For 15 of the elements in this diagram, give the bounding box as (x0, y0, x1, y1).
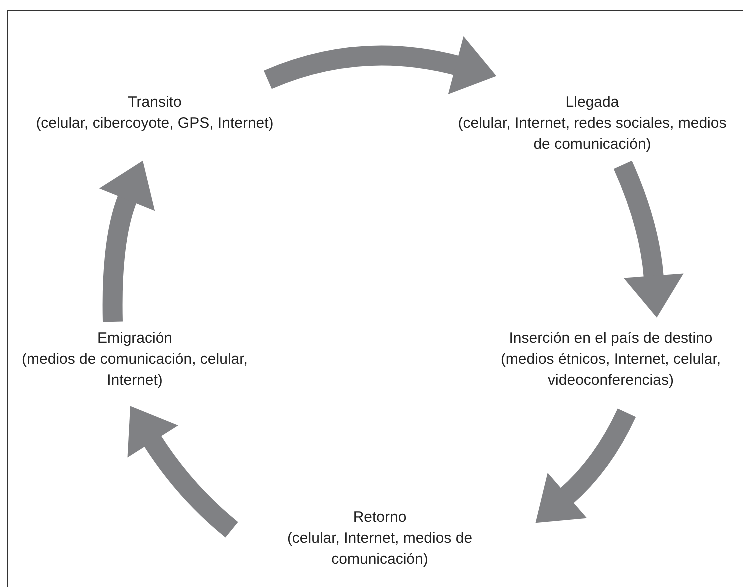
stage-title: Retorno (353, 508, 407, 528)
stage-title: Inserción en el país de destino (509, 329, 713, 349)
stage-title: Llegada (566, 93, 620, 113)
stage-description: (celular, cibercoyote, GPS, Internet) (36, 114, 274, 134)
curved-arrow (614, 161, 684, 318)
curved-arrow (128, 406, 238, 538)
stage-description: (celular, Internet, medios de comunicación) (286, 529, 474, 570)
curved-arrow (99, 160, 156, 322)
stage-description: (medios de comunicación, celular, Internet) (21, 350, 249, 391)
stage-title: Emigración (97, 329, 173, 349)
curved-arrow (264, 36, 497, 95)
stage-description: (celular, Internet, redes sociales, medios de comunicación) (457, 114, 728, 155)
stage-description: (medios étnicos, Internet, celular, videoconferencias) (500, 350, 722, 391)
curved-arrow (536, 408, 636, 524)
stage-title: Transito (128, 93, 182, 113)
